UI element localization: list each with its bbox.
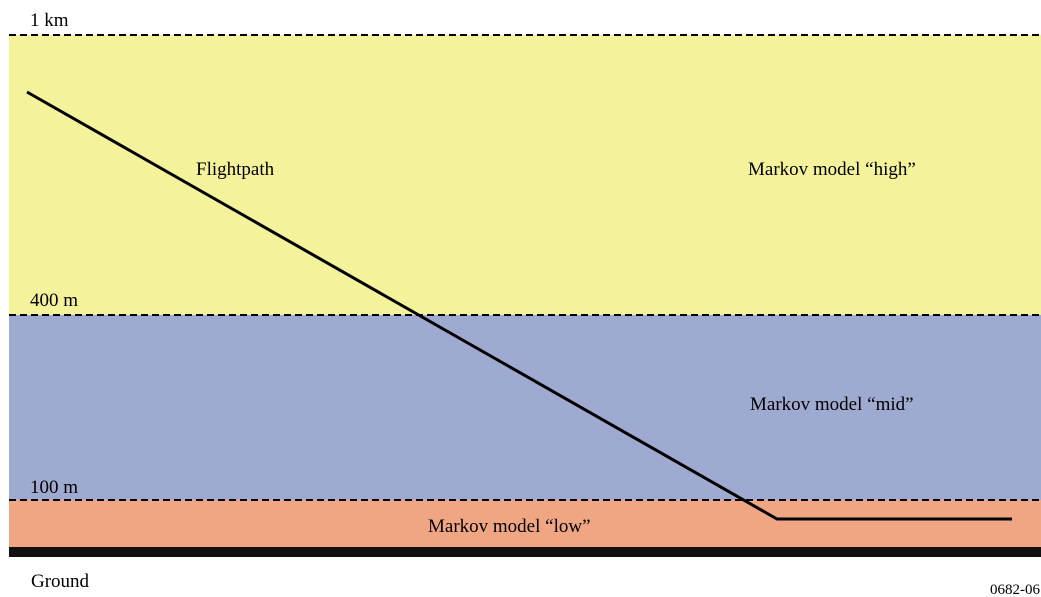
layer-low-label: Markov model “low” [428, 516, 591, 537]
layer-high-band [9, 35, 1041, 315]
flightpath-line [26, 90, 1012, 521]
layer-low-band [9, 500, 1041, 547]
altitude-label-100m: 100 m [30, 477, 78, 498]
ground-label: Ground [31, 571, 90, 592]
flightpath-label: Flightpath [196, 159, 275, 180]
layer-mid-label: Markov model “mid” [750, 394, 914, 415]
layer-mid-band [9, 315, 1041, 500]
altitude-label-1km: 1 km [30, 10, 69, 31]
layer-high-label: Markov model “high” [748, 159, 916, 180]
figure-id: 0682-06 [990, 582, 1040, 597]
ground-bar [9, 547, 1041, 557]
altitude-label-400m: 400 m [30, 290, 78, 311]
